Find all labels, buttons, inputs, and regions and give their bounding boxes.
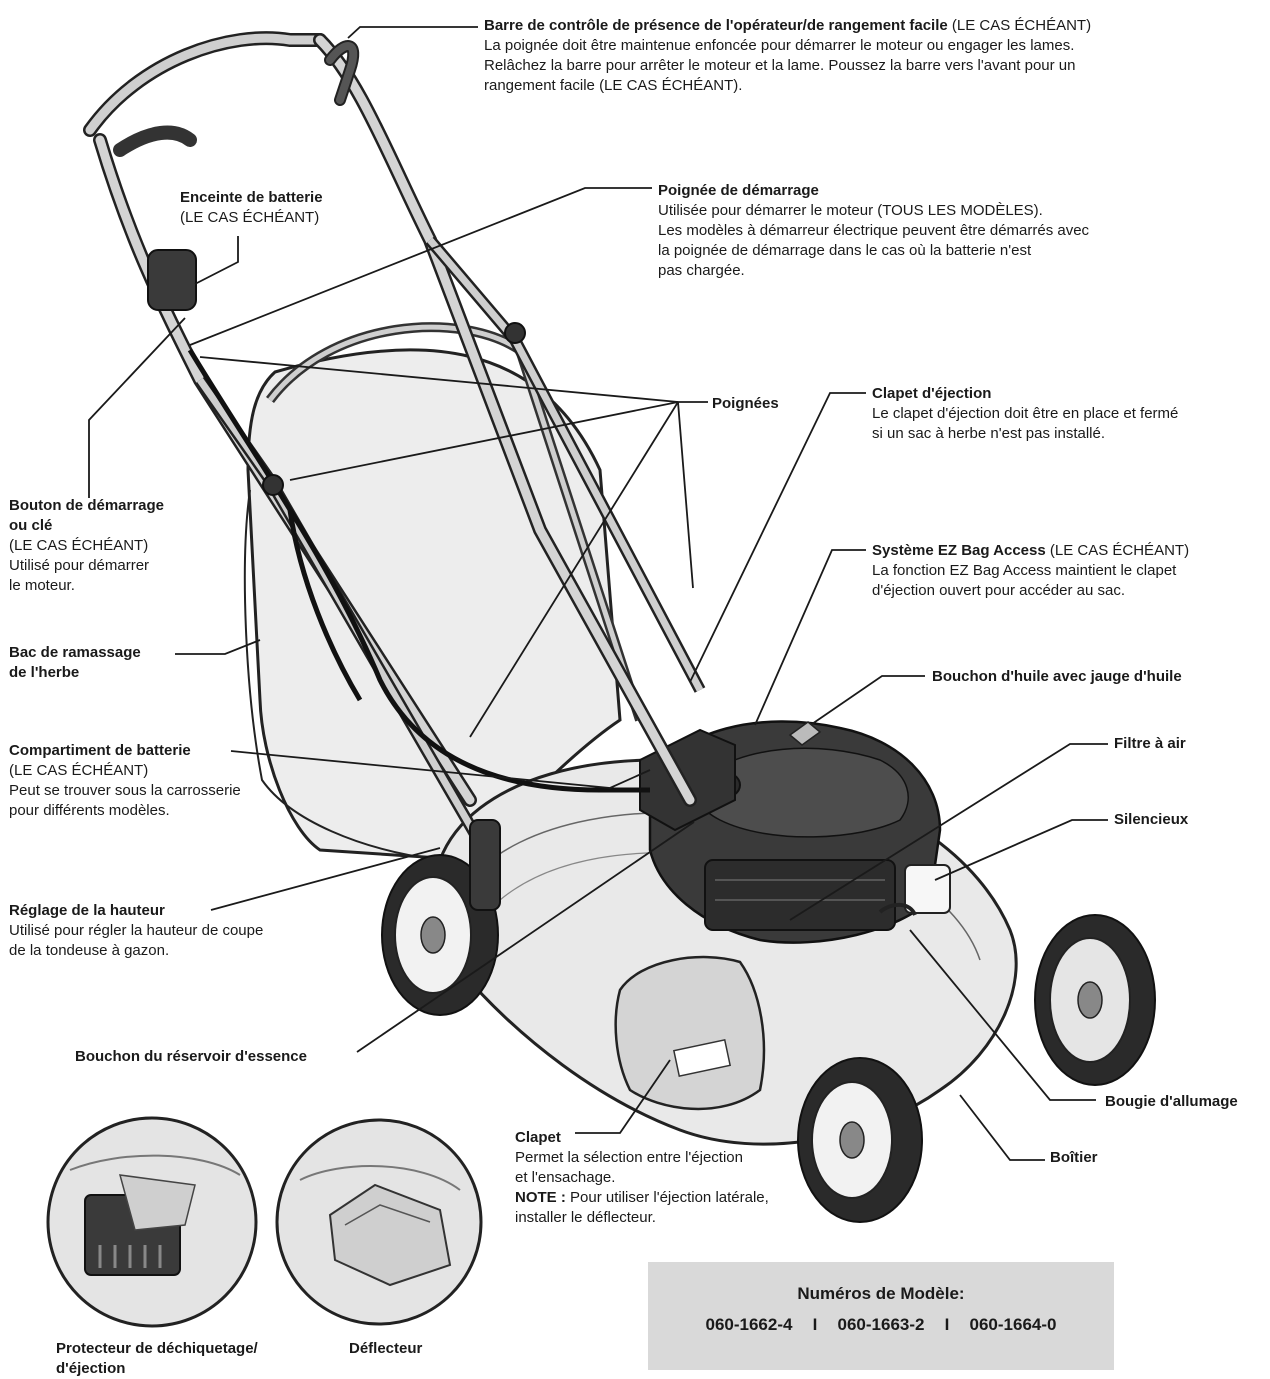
flap-line: Permet la sélection entre l'éjection <box>515 1149 743 1166</box>
battery-enclosure-title: Enceinte de batterie <box>180 189 323 206</box>
oil-cap <box>788 721 822 746</box>
battery-compartment-title: Compartiment de batterie <box>9 742 191 759</box>
height-adjust-title: Réglage de la hauteur <box>9 902 165 919</box>
label-height-adjust: Réglage de la hauteur Utilisé pour régle… <box>9 901 339 961</box>
battery-enclosure-shape <box>147 249 197 311</box>
starter-handle-line: la poignée de démarrage dans le cas où l… <box>658 242 1032 259</box>
start-button-line: le moteur. <box>9 577 75 594</box>
label-grass-bag: Bac de ramassage de l'herbe <box>9 643 189 683</box>
flap-line: et l'ensachage. <box>515 1169 616 1186</box>
start-button-title: ou clé <box>9 517 53 534</box>
handles-title: Poignées <box>712 395 779 412</box>
deflector-inset <box>275 1118 483 1326</box>
discharge-door-title: Clapet d'éjection <box>872 385 992 402</box>
label-battery-compartment: Compartiment de batterie (LE CAS ÉCHÉANT… <box>9 741 309 821</box>
presence-bar-line: La poignée doit être maintenue enfoncée … <box>484 37 1075 54</box>
label-handles: Poignées <box>712 394 779 414</box>
label-oil-cap: Bouchon d'huile avec jauge d'huile <box>932 667 1182 687</box>
flap-note-label: NOTE : <box>515 1189 566 1206</box>
label-housing: Boîtier <box>1050 1148 1098 1168</box>
label-mulch-guard: Protecteur de déchiquetage/ d'éjection <box>56 1339 316 1379</box>
label-flap: Clapet Permet la sélection entre l'éject… <box>515 1128 845 1228</box>
start-button-title: Bouton de démarrage <box>9 497 165 514</box>
model-numbers-title: Numéros de Modèle: <box>797 1284 965 1303</box>
model-numbers-list: 060-1662-4 I 060-1663-2 I 060-1664-0 <box>705 1315 1057 1334</box>
label-air-filter: Filtre à air <box>1114 734 1186 754</box>
height-adjust-line: de la tondeuse à gazon. <box>9 942 170 959</box>
flap-note-line: installer le déflecteur. <box>515 1209 656 1226</box>
battery-compartment-line: (LE CAS ÉCHÉANT) <box>9 762 149 779</box>
label-battery-enclosure: Enceinte de batterie (LE CAS ÉCHÉANT) <box>180 188 400 228</box>
ez-bag-line: d'éjection ouvert pour accéder au sac. <box>872 582 1126 599</box>
presence-bar-title: Barre de contrôle de présence de l'opéra… <box>484 17 948 34</box>
starter-handle-line: pas chargée. <box>658 262 745 279</box>
spark-plug-title: Bougie d'allumage <box>1105 1093 1238 1110</box>
battery-compartment-line: pour différents modèles. <box>9 802 170 819</box>
fuel-cap-title: Bouchon du réservoir d'essence <box>75 1048 307 1065</box>
label-ez-bag: Système EZ Bag Access (LE CAS ÉCHÉANT) L… <box>872 541 1264 601</box>
battery-enclosure-line: (LE CAS ÉCHÉANT) <box>180 209 320 226</box>
housing-title: Boîtier <box>1050 1149 1098 1166</box>
presence-bar-line: rangement facile (LE CAS ÉCHÉANT). <box>484 77 743 94</box>
deflector-title: Déflecteur <box>349 1340 423 1357</box>
flap-note-line: Pour utiliser l'éjection latérale, <box>565 1189 769 1206</box>
battery-compartment-line: Peut se trouver sous la carrosserie <box>9 782 241 799</box>
rear-flap <box>614 955 766 1111</box>
starter-handle-title: Poignée de démarrage <box>658 182 819 199</box>
label-start-button: Bouton de démarrage ou clé (LE CAS ÉCHÉA… <box>9 496 229 596</box>
discharge-door-line: Le clapet d'éjection doit être en place … <box>872 405 1179 422</box>
mulch-guard-title: Protecteur de déchiquetage/ <box>56 1340 258 1357</box>
grass-bag-title: de l'herbe <box>9 664 80 681</box>
ez-bag-suffix: (LE CAS ÉCHÉANT) <box>1045 542 1190 559</box>
discharge-door-line: si un sac à herbe n'est pas installé. <box>872 425 1105 442</box>
leader-lines <box>88 26 1108 1161</box>
ez-bag-title: Système EZ Bag Access <box>872 542 1046 559</box>
grass-bag-title: Bac de ramassage <box>9 644 141 661</box>
flap-title: Clapet <box>515 1129 561 1146</box>
presence-bar-line: Relâchez la barre pour arrêter le moteur… <box>484 57 1076 74</box>
label-starter-handle: Poignée de démarrage Utilisée pour démar… <box>658 181 1218 281</box>
label-fuel-cap: Bouchon du réservoir d'essence <box>75 1047 307 1067</box>
rear-right-wheel <box>1034 914 1156 1086</box>
muffler-title: Silencieux <box>1114 811 1189 828</box>
mulch-guard-inset <box>46 1116 258 1328</box>
label-muffler: Silencieux <box>1114 810 1188 830</box>
presence-bar-suffix: (LE CAS ÉCHÉANT) <box>947 17 1092 34</box>
air-filter-title: Filtre à air <box>1114 735 1186 752</box>
spark-plug-shape <box>878 902 917 916</box>
mulch-guard-title: d'éjection <box>56 1360 126 1377</box>
label-deflector: Déflecteur <box>349 1339 422 1359</box>
starter-handle-line: Les modèles à démarreur électrique peuve… <box>658 222 1090 239</box>
height-adjust-line: Utilisé pour régler la hauteur de coupe <box>9 922 264 939</box>
label-presence-bar: Barre de contrôle de présence de l'opéra… <box>484 16 1264 96</box>
muffler-shape <box>904 864 951 914</box>
label-spark-plug: Bougie d'allumage <box>1105 1092 1238 1112</box>
ez-bag-line: La fonction EZ Bag Access maintient le c… <box>872 562 1177 579</box>
front-wheel <box>797 1057 923 1223</box>
label-discharge-door: Clapet d'éjection Le clapet d'éjection d… <box>872 384 1262 444</box>
starter-handle-line: Utilisée pour démarrer le moteur (TOUS L… <box>658 202 1043 219</box>
model-numbers-box: Numéros de Modèle: 060-1662-4 I 060-1663… <box>648 1262 1114 1370</box>
oil-cap-title: Bouchon d'huile avec jauge d'huile <box>932 668 1182 685</box>
start-button-line: (LE CAS ÉCHÉANT) <box>9 537 149 554</box>
start-button-line: Utilisé pour démarrer <box>9 557 150 574</box>
